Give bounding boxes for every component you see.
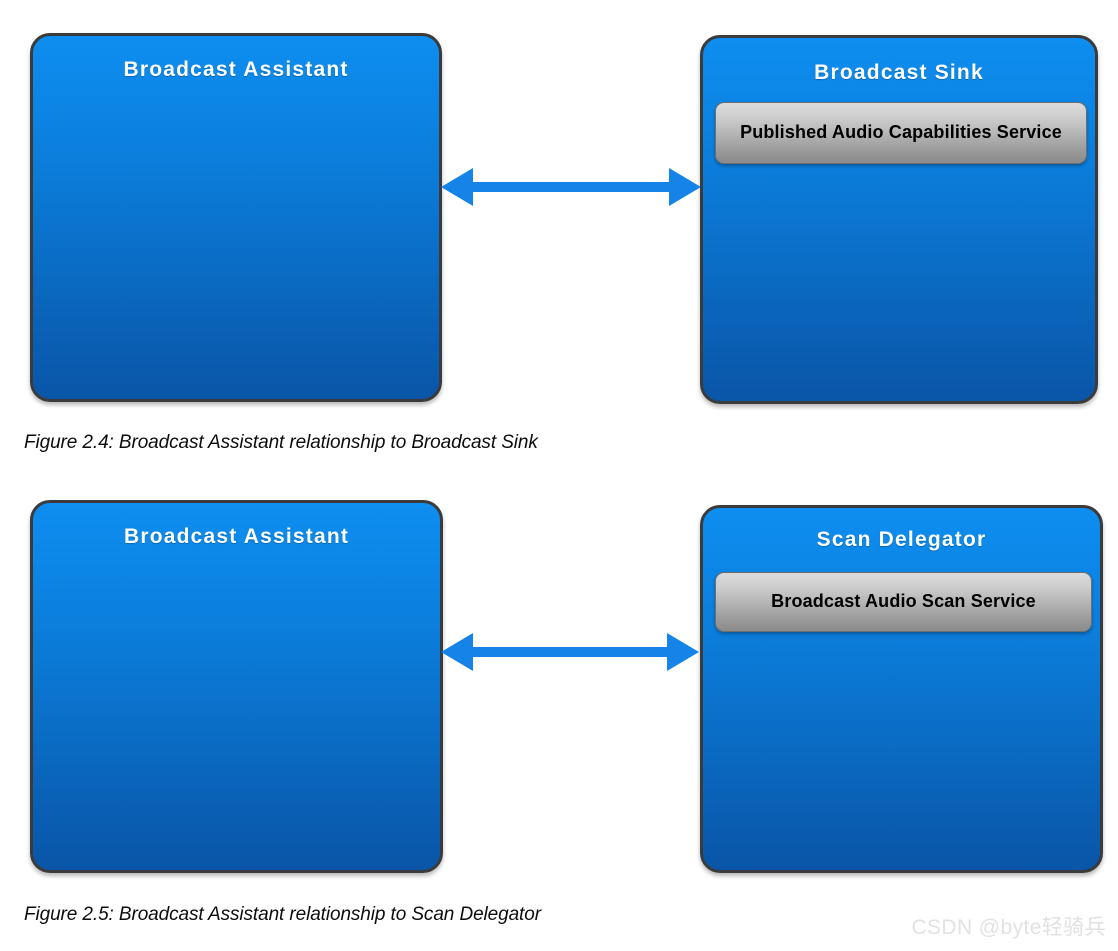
service-label: Published Audio Capabilities Service: [740, 122, 1062, 143]
entity-title: Scan Delegator: [816, 528, 987, 551]
entity-box-scan-delegator: Scan Delegator Broadcast Audio Scan Serv…: [700, 505, 1103, 873]
service-box-broadcast-audio-scan: Broadcast Audio Scan Service: [715, 572, 1092, 632]
bidirectional-arrow-icon: [441, 168, 701, 206]
service-box-published-audio-capabilities: Published Audio Capabilities Service: [715, 102, 1087, 164]
bidirectional-arrow-icon: [441, 633, 699, 671]
entity-box-broadcast-sink: Broadcast Sink Published Audio Capabilit…: [700, 35, 1098, 404]
entity-title: Broadcast Sink: [814, 61, 984, 84]
entity-box-broadcast-assistant: Broadcast Assistant: [30, 33, 442, 402]
entity-title: Broadcast Assistant: [123, 525, 350, 548]
service-label: Broadcast Audio Scan Service: [771, 591, 1036, 612]
entity-title: Broadcast Assistant: [123, 58, 349, 81]
figure-caption: Figure 2.5: Broadcast Assistant relation…: [24, 904, 541, 925]
entity-box-broadcast-assistant: Broadcast Assistant: [30, 500, 443, 873]
figure-caption: Figure 2.4: Broadcast Assistant relation…: [24, 432, 538, 453]
csdn-watermark: CSDN @byte轻骑兵: [911, 916, 1106, 939]
